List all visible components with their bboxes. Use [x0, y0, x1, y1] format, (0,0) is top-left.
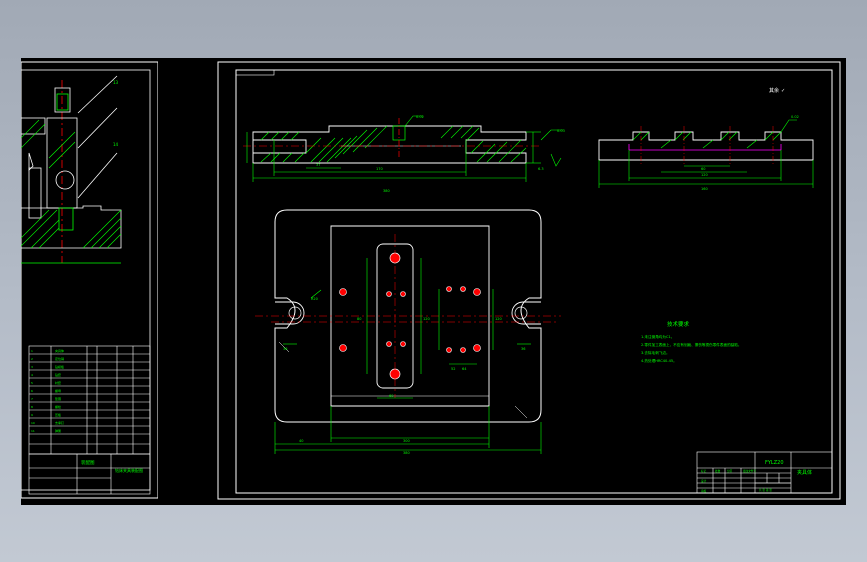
- plan-dim-inner: 300: [403, 439, 410, 443]
- svg-text:6.3: 6.3: [538, 167, 544, 171]
- plan-view: 380 300 40 60 R20 36 36 52 64 120 120 80: [255, 209, 561, 455]
- tech-req-title: 技术要求: [667, 320, 690, 328]
- plan-dim-radius: R20: [311, 297, 318, 301]
- svg-text:螺母: 螺母: [55, 388, 61, 393]
- svg-text:衬套: 衬套: [55, 380, 61, 385]
- left-parts-list: [28, 345, 151, 495]
- tech-req-line-1: 1.未注倒角均为C1。: [641, 334, 674, 339]
- front-dim-left: 37: [316, 163, 320, 167]
- svg-text:10: 10: [31, 421, 35, 425]
- svg-text:共 张 第 张: 共 张 第 张: [759, 488, 772, 492]
- svg-text:5: 5: [31, 381, 33, 385]
- svg-text:垫圈: 垫圈: [55, 396, 61, 401]
- svg-text:14: 14: [113, 142, 119, 147]
- svg-text:6: 6: [31, 389, 33, 393]
- svg-text:52: 52: [451, 367, 455, 371]
- svg-text:0.02: 0.02: [416, 115, 424, 119]
- svg-text:0.03: 0.03: [557, 129, 565, 133]
- front-dim-inner: 170: [376, 167, 383, 171]
- svg-text:9: 9: [31, 413, 33, 417]
- plan-dim-overall: 380: [403, 451, 410, 455]
- svg-text:13: 13: [113, 80, 119, 85]
- right-title-block: FYLZ20 夹具体 标记 处数 分区 更改文件号 设计 审核 共 张 第 张: [696, 451, 833, 494]
- front-section-view: 380 170 37 0.02 0.03 6.3: [243, 115, 565, 193]
- cad-drawing-canvas[interactable]: 13 14 1 夹具体 2 定位销 3 钻模板 4 钻套 5 衬套: [21, 58, 846, 505]
- svg-text:支承钉: 支承钉: [55, 420, 64, 425]
- svg-text:60: 60: [701, 167, 705, 171]
- svg-text:36: 36: [283, 347, 287, 351]
- left-title-name: 钻床夹具装配图: [115, 467, 143, 473]
- svg-text:7: 7: [31, 397, 33, 401]
- svg-text:2: 2: [31, 357, 33, 361]
- svg-text:120: 120: [701, 173, 708, 177]
- title-block-name: 夹具体: [797, 469, 812, 476]
- svg-text:钻套: 钻套: [55, 372, 61, 377]
- svg-text:定位销: 定位销: [55, 356, 64, 361]
- svg-text:审核: 审核: [701, 489, 707, 493]
- svg-text:4: 4: [31, 373, 33, 377]
- svg-text:标记: 标记: [701, 469, 707, 473]
- svg-text:0.02: 0.02: [791, 115, 799, 119]
- right-sheet-frame: [235, 69, 833, 494]
- tech-req-line-2: 2.零件加工表面上，不应有划痕、擦伤等损伤零件表面的缺陷。: [641, 342, 741, 347]
- left-parts-text: 1 夹具体 2 定位销 3 钻模板 4 钻套 5 衬套 6 螺母 7 垫圈 8 螺栓 9 压板 1…: [31, 348, 143, 473]
- svg-text:11: 11: [31, 429, 35, 433]
- svg-text:夹具体: 夹具体: [55, 348, 64, 353]
- side-dim-overall: 160: [701, 187, 708, 191]
- plan-dim-left: 40: [299, 439, 303, 443]
- front-dim-overall: 380: [383, 189, 390, 193]
- svg-text:120: 120: [423, 317, 430, 321]
- svg-text:3: 3: [31, 365, 33, 369]
- tech-req-line-4: 4.热处理HRC40-45。: [641, 358, 677, 363]
- left-title-company: 装配图: [81, 459, 95, 466]
- svg-text:分区: 分区: [727, 469, 733, 473]
- left-sheet: 13 14 1 夹具体 2 定位销 3 钻模板 4 钻套 5 衬套: [21, 61, 159, 499]
- svg-text:120: 120: [495, 317, 502, 321]
- plan-dim-mid: 60: [389, 394, 393, 398]
- right-sheet: 其余 ✓: [217, 61, 841, 500]
- technical-requirements: 技术要求 1.未注倒角均为C1。 2.零件加工表面上，不应有划痕、擦伤等损伤零件…: [641, 320, 741, 363]
- svg-text:螺栓: 螺栓: [55, 404, 61, 409]
- svg-text:64: 64: [462, 367, 467, 371]
- roughness-note: 其余: [769, 87, 779, 94]
- svg-text:设计: 设计: [701, 479, 707, 483]
- svg-text:压板: 压板: [55, 412, 61, 417]
- title-block-code: FYLZ20: [765, 460, 784, 466]
- svg-text:钻模板: 钻模板: [55, 364, 64, 369]
- tech-req-line-3: 3.去除毛刺飞边。: [641, 350, 670, 355]
- svg-text:36: 36: [521, 347, 525, 351]
- left-assembly-view: 13 14: [21, 75, 122, 264]
- svg-text:更改文件号: 更改文件号: [743, 469, 756, 473]
- svg-text:80: 80: [357, 317, 361, 321]
- svg-text:1: 1: [31, 349, 33, 353]
- svg-text:✓: ✓: [781, 88, 785, 94]
- right-sheet-border: [217, 61, 841, 500]
- svg-text:8: 8: [31, 405, 33, 409]
- svg-text:弹簧: 弹簧: [55, 428, 61, 433]
- side-view: 160 120 60 0.02: [598, 115, 814, 191]
- svg-text:处数: 处数: [715, 469, 721, 473]
